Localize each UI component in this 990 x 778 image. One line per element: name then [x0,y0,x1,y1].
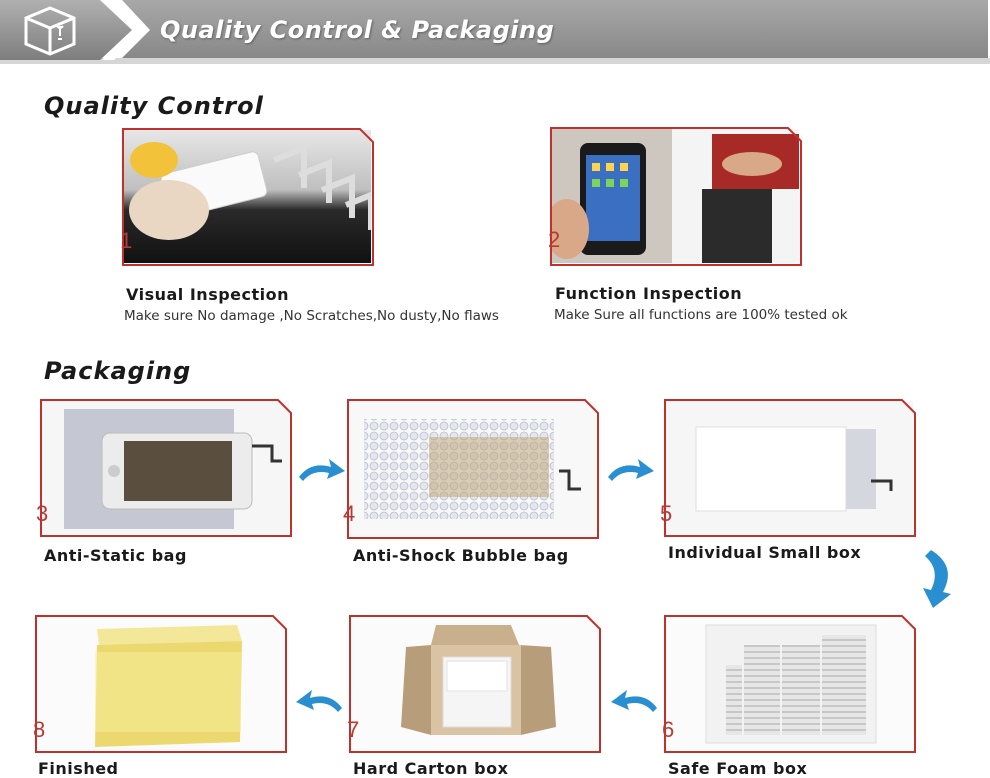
visual-inspection-photo: 1 [120,128,374,266]
arrow-left-icon [611,690,657,712]
function-inspection-description: Make Sure all functions are 100% tested … [554,307,848,323]
fragile-box-icon [24,6,76,56]
small-box-photo: 5 [660,399,916,537]
function-inspection-photo: 2 [548,127,802,266]
arrow-right-icon [299,459,345,481]
step-number: 6 [662,717,675,742]
function-inspection-title: Function Inspection [555,284,743,303]
bubble-bag-label: Anti-Shock Bubble bag [353,546,569,565]
arrow-down-icon [923,550,951,608]
foam-box-photo: 6 [662,615,916,753]
bubble-bag-photo: 4 [343,399,599,539]
arrow-left-icon [296,690,342,712]
finished-label: Finished [38,759,119,778]
step-number: 5 [660,501,673,526]
step-number: 3 [36,501,49,526]
header-banner: Quality Control & Packaging [0,0,990,66]
foam-box-label: Safe Foam box [668,759,808,778]
step-number: 1 [120,228,133,253]
anti-static-bag-label: Anti-Static bag [44,546,187,565]
step-number: 7 [347,717,360,742]
step-number: 2 [548,227,561,252]
quality-control-heading: Quality Control [44,92,264,120]
page-title: Quality Control & Packaging [160,16,555,44]
visual-inspection-title: Visual Inspection [126,285,290,304]
visual-inspection-description: Make sure No damage ,No Scratches,No dus… [124,308,499,324]
small-box-label: Individual Small box [668,543,862,562]
packaging-heading: Packaging [44,357,192,385]
carton-box-label: Hard Carton box [353,759,509,778]
finished-photo: 8 [33,615,287,753]
anti-static-bag-photo: 3 [36,399,292,537]
step-number: 4 [343,501,356,526]
arrow-right-icon [608,459,654,481]
carton-box-photo: 7 [347,615,601,753]
step-number: 8 [33,717,46,742]
